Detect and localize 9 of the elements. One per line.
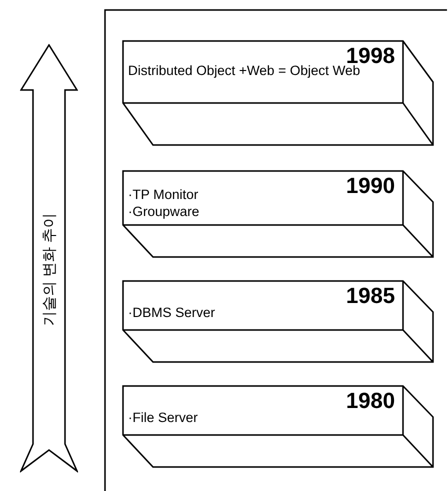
year-label: 1980 [346, 389, 395, 413]
item-text: ·DBMS Server [128, 304, 216, 321]
item-text: Distributed Object +Web = Object Web [128, 63, 360, 79]
year-label: 1985 [346, 284, 395, 308]
year-label: 1990 [346, 174, 395, 198]
arrow-label: 기술의 변화 추이 [40, 212, 59, 326]
item-text: ·File Server [128, 409, 199, 426]
item-text: ·TP Monitor [128, 186, 200, 203]
item-text: ·Groupware [128, 203, 200, 220]
